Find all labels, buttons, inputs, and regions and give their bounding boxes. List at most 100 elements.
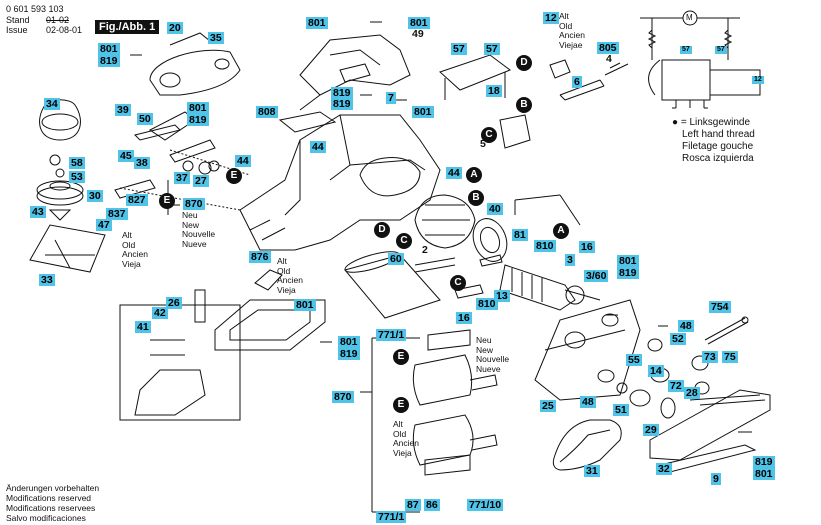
part-number-label: 4 — [606, 53, 612, 65]
part-number-tag: 48 — [678, 320, 694, 332]
part-number-tag: 801 — [753, 468, 775, 480]
part-number-tag: 16 — [579, 241, 595, 253]
part-number-label: 49 — [412, 28, 424, 40]
part-number-tag: 16 — [456, 312, 472, 324]
reference-circle: E — [393, 397, 409, 413]
reference-circle: E — [393, 349, 409, 365]
part-number-tag: 57 — [451, 43, 467, 55]
legend-line: Rosca izquierda — [682, 153, 754, 164]
part-number-tag: 32 — [656, 463, 672, 475]
part-number-tag: 39 — [115, 104, 131, 116]
wiring-label: 57 — [680, 46, 692, 54]
part-number-tag: 44 — [446, 167, 462, 179]
part-number-tag: 810 — [476, 298, 498, 310]
reference-circle: B — [516, 97, 532, 113]
part-number-tag: 52 — [670, 333, 686, 345]
part-number-tag: 87 — [405, 499, 421, 511]
legend-line: Left hand thread — [682, 129, 755, 140]
part-number-tag: 53 — [69, 171, 85, 183]
part-number-tag: 37 — [174, 172, 190, 184]
part-number-label: 2 — [422, 244, 428, 256]
footer-line: Salvo modificaciones — [6, 513, 86, 523]
new-version-note: Neu New Nouvelle Nueve — [182, 210, 216, 249]
drive-belt-31 — [552, 419, 622, 471]
part-number-tag: 837 — [106, 208, 128, 220]
part-number-tag: 819 — [617, 267, 639, 279]
issue-label: Issue — [6, 25, 28, 35]
part-number-tag: 43 — [30, 206, 46, 218]
part-number-tag: 33 — [39, 274, 55, 286]
part-number-tag: 6 — [572, 76, 582, 88]
armature — [499, 264, 576, 311]
part-number-tag: 827 — [126, 194, 148, 206]
old-version-note: Alt Old Ancien Viejae — [559, 11, 585, 50]
part-number-tag: 819 — [98, 55, 120, 67]
part-number-tag: 44 — [310, 141, 326, 153]
reference-circle: A — [553, 223, 569, 239]
part-number-tag: 45 — [118, 150, 134, 162]
part-number-tag: 3/60 — [584, 270, 609, 282]
part-number-tag: 801 — [412, 106, 434, 118]
dust-tube-60 — [344, 254, 441, 319]
part-number-tag: 29 — [643, 424, 659, 436]
part-number-tag: 30 — [87, 190, 103, 202]
part-number-tag: 801 — [338, 336, 360, 348]
part-number-tag: 754 — [709, 301, 731, 313]
part-number-tag: 805 — [597, 42, 619, 54]
part-number-tag: 44 — [235, 155, 251, 167]
part-number-tag: 9 — [711, 473, 721, 485]
part-number-tag: 31 — [584, 465, 600, 477]
part-number-tag: 34 — [44, 98, 60, 110]
part-number-tag: 28 — [684, 387, 700, 399]
footer-notes: Änderungen vorbehalten Modifications res… — [6, 483, 99, 523]
motor-assembly-upper — [412, 354, 473, 406]
part-number-tag: 55 — [626, 354, 642, 366]
part-number-tag: 86 — [424, 499, 440, 511]
part-number-tag: 14 — [648, 365, 664, 377]
reference-circle: C — [450, 275, 466, 291]
reference-circle: E — [159, 193, 175, 209]
part-number-tag: 801 — [617, 255, 639, 267]
part-number-tag: 870 — [332, 391, 354, 403]
reference-circle: D — [374, 222, 390, 238]
version-new: 02-08-01 — [46, 25, 83, 35]
part-number-tag: 12 — [543, 12, 559, 24]
part-number-tag: 810 — [534, 240, 556, 252]
part-number-tag: 50 — [137, 113, 153, 125]
version-old: 01-02 — [46, 15, 70, 25]
legend-text: = Linksgewinde — [680, 117, 751, 128]
wiring-label: 12 — [752, 76, 764, 84]
reference-circle: D — [516, 55, 532, 71]
gear-housing-25 — [534, 299, 641, 401]
legend-line: ● = Linksgewinde — [672, 117, 755, 129]
part-number-tag: 20 — [167, 22, 183, 34]
part-number-tag: 47 — [96, 219, 112, 231]
part-number-tag: 60 — [388, 253, 404, 265]
part-number-tag: 58 — [69, 157, 85, 169]
reference-circle: A — [466, 167, 482, 183]
part-number-tag: 819 — [331, 98, 353, 110]
reference-circle: B — [468, 190, 484, 206]
old-version-note: Alt Old Ancien Vieja — [277, 256, 303, 295]
wiring-diagram — [640, 10, 761, 109]
part-number-tag: 27 — [193, 175, 209, 187]
stator — [414, 194, 476, 249]
reference-circle: C — [481, 127, 497, 143]
part-number-tag: 41 — [135, 321, 151, 333]
part-number-tag: 876 — [249, 251, 271, 263]
part-number-tag: 18 — [486, 85, 502, 97]
fence-plate — [214, 299, 326, 351]
part-number-tag: 48 — [580, 396, 596, 408]
part-number-tag: 819 — [753, 456, 775, 468]
part-number-tag: 801 — [98, 43, 120, 55]
part-number-tag: 801 — [408, 17, 430, 29]
footer-line: Änderungen vorbehalten — [6, 483, 100, 493]
part-number-tag: 801 — [187, 102, 209, 114]
old-version-note: Alt Old Ancien Vieja — [122, 230, 148, 269]
wiring-label: 57 — [715, 46, 727, 54]
old-version-note: Alt Old Ancien Vieja — [393, 419, 419, 458]
part-number-tag: 771/1 — [376, 511, 407, 523]
part-number-label: 5 — [480, 138, 486, 150]
part-number-tag: 3 — [565, 254, 575, 266]
